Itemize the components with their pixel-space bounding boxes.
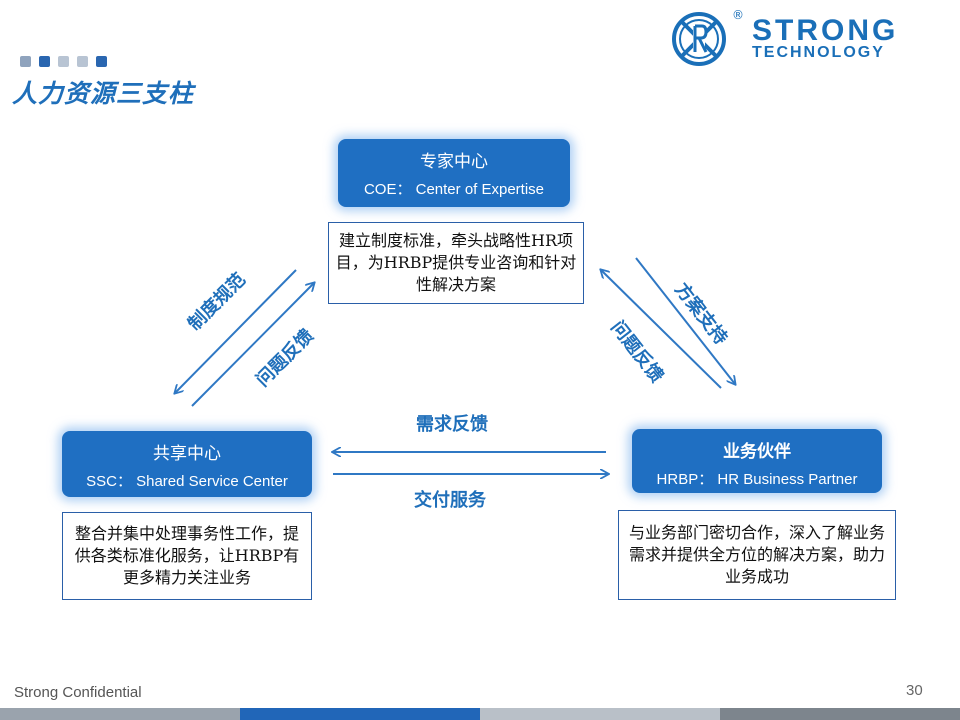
arrow-coe-to-ssc xyxy=(175,269,297,393)
company-logo: ® STRONG TECHNOLOGY xyxy=(668,8,948,68)
arrow-ssc-to-coe xyxy=(191,283,314,407)
link-label-hrbp-to-ssc: 需求反馈 xyxy=(416,414,488,435)
bottom-bar-segment xyxy=(0,708,240,720)
registered-mark: ® xyxy=(732,8,744,22)
arrow-coe-to-hrbp xyxy=(635,257,735,384)
link-label-ssc-to-hrbp: 交付服务 xyxy=(414,490,486,511)
logo-text-technology: TECHNOLOGY xyxy=(752,44,885,61)
node-hrbp-description: 与业务部门密切合作，深入了解业务需求并提供全方位的解决方案，助力业务成功 xyxy=(618,510,896,600)
page-title: 人力资源三支柱 xyxy=(12,79,195,108)
node-hrbp-title: 业务伙伴 xyxy=(723,442,791,462)
node-ssc-title: 共享中心 xyxy=(153,444,221,464)
header-dot xyxy=(20,56,31,67)
node-coe-subtitle: COE： Center of Expertise xyxy=(363,181,545,198)
bottom-bar-segment xyxy=(480,708,720,720)
header-dot xyxy=(58,56,69,67)
node-ssc-subtitle: SSC： Shared Service Center xyxy=(86,473,288,490)
header-dot xyxy=(77,56,88,67)
node-ssc-description: 整合并集中处理事务性工作，提供各类标准化服务，让HRBP有更多精力关注业务 xyxy=(62,512,312,600)
arrow-hrbp-to-coe xyxy=(601,270,722,389)
bottom-bar-segment xyxy=(240,708,480,720)
footer-confidential: Strong Confidential xyxy=(14,684,142,701)
page-number: 30 xyxy=(906,682,923,699)
node-coe-title: 专家中心 xyxy=(420,152,488,172)
header-dot xyxy=(96,56,107,67)
node-hrbp: 业务伙伴 HRBP： HR Business Partner xyxy=(632,429,882,493)
bottom-bar-segment xyxy=(720,708,960,720)
logo-text-strong: STRONG xyxy=(752,14,899,47)
node-coe: 专家中心 COE： Center of Expertise xyxy=(338,139,570,207)
header-dot xyxy=(39,56,50,67)
node-hrbp-subtitle: HRBP： HR Business Partner xyxy=(656,471,858,488)
node-coe-description: 建立制度标准，牵头战略性HR项目，为HRBP提供专业咨询和针对性解决方案 xyxy=(328,222,584,304)
strong-logo-icon xyxy=(672,12,726,66)
header-dots xyxy=(20,56,107,67)
node-ssc: 共享中心 SSC： Shared Service Center xyxy=(62,431,312,497)
